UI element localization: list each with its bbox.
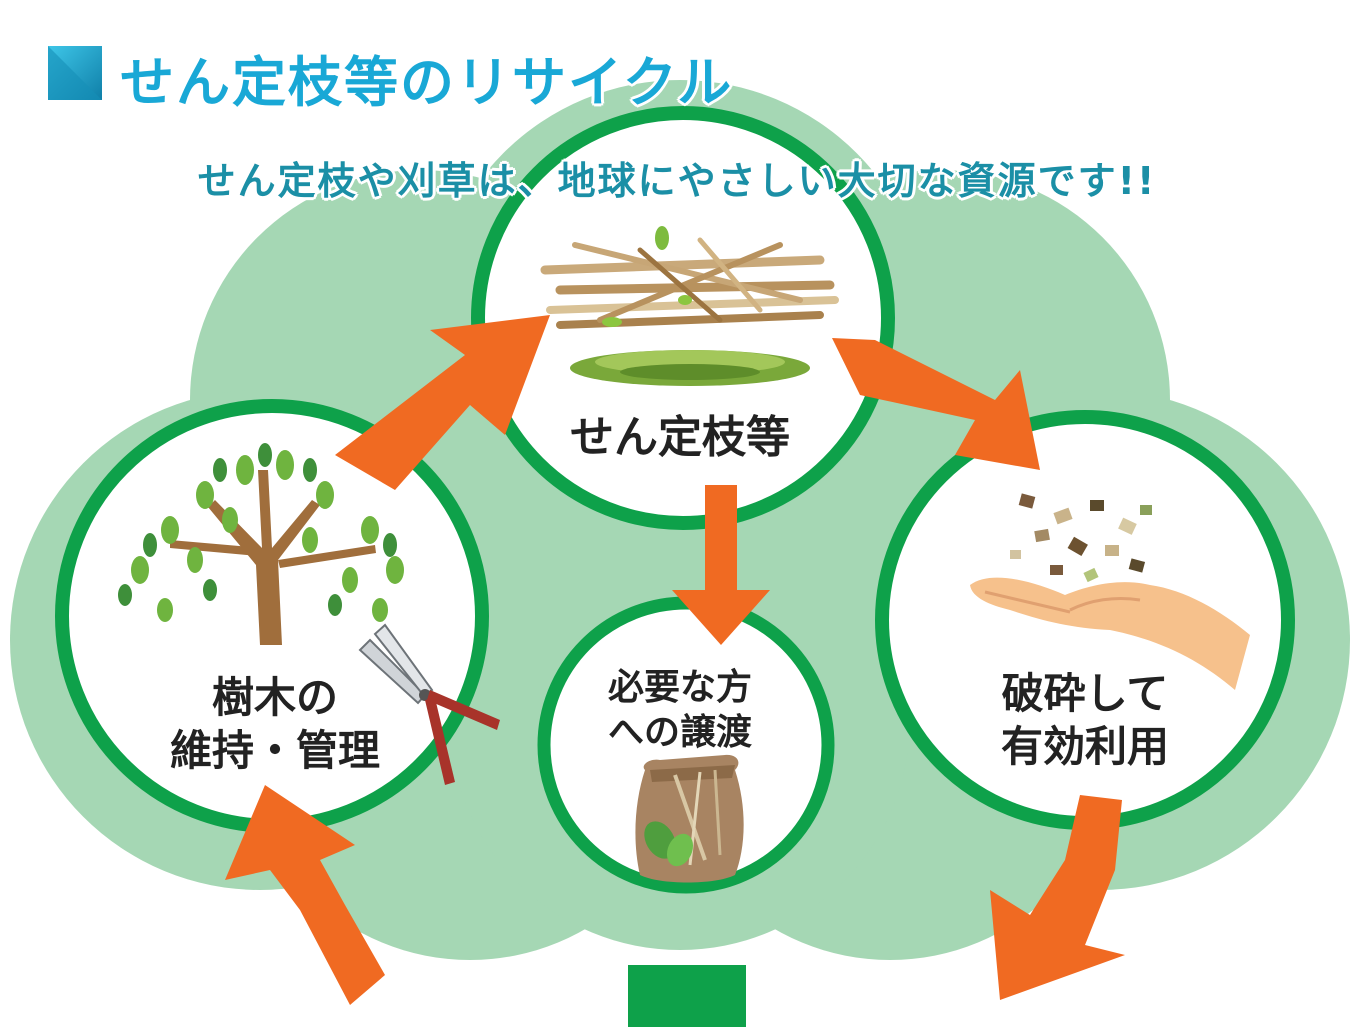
tree-trunk <box>628 965 746 1027</box>
arrow-recycle-down <box>990 795 1125 1000</box>
node-pruned-text: せん定枝等 <box>570 412 790 463</box>
node-label-pruned: せん定枝等 <box>500 410 860 465</box>
square-marker-icon <box>48 46 102 100</box>
node-recycle-line1: 破砕して <box>1001 669 1169 718</box>
tree-icon <box>118 443 404 645</box>
node-tree-line1: 樹木の <box>211 673 338 722</box>
arrow-tree-to-pruned <box>335 315 550 490</box>
wood-chips-icon <box>1010 493 1152 583</box>
arrow-pruned-to-recycle <box>832 338 1040 470</box>
open-hand-icon <box>970 577 1250 690</box>
node-tree-line2: 維持・管理 <box>169 725 380 775</box>
node-label-tree: 樹木の 維持・管理 <box>110 672 440 777</box>
node-recycle-line2: 有効利用 <box>1000 721 1169 771</box>
page-subtitle: せん定枝や刈草は、地球にやさしい大切な資源です!! <box>197 159 1157 203</box>
cycle-arrows <box>225 315 1125 1005</box>
arrow-pruned-to-transfer <box>672 485 770 645</box>
branches-bundle-icon <box>540 226 839 329</box>
arrow-up-to-tree <box>225 785 385 1005</box>
node-label-transfer: 必要な方 への譲渡 <box>560 665 800 755</box>
pruning-shears-icon <box>358 623 500 785</box>
sack-icon <box>635 754 744 883</box>
page-title: せん定枝等のリサイクル <box>120 51 734 114</box>
node-label-recycle: 破砕して 有効利用 <box>920 668 1250 773</box>
node-transfer-line2: への譲渡 <box>607 712 752 753</box>
grass-clippings-icon <box>570 350 810 386</box>
node-transfer-line1: 必要な方 <box>607 667 752 708</box>
